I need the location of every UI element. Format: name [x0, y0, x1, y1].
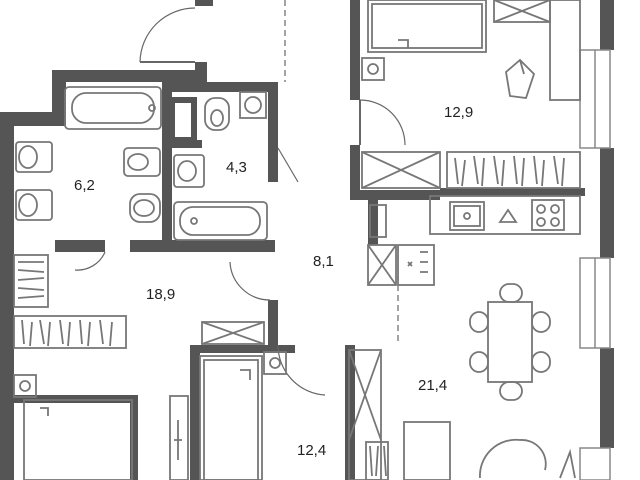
room-area-label: 18,9: [146, 286, 175, 303]
doors: [74, 0, 406, 396]
room-area-label: 4,3: [226, 159, 247, 176]
dining-set: [403, 283, 576, 480]
room-area-label: 8,1: [313, 253, 334, 270]
bathroom-fixtures: [15, 86, 268, 241]
room-area-label: 12,9: [444, 104, 473, 121]
bottom-bedroom-furniture: [13, 351, 389, 480]
top-bedroom-furniture: [361, 0, 581, 101]
room-area-label: 12,4: [297, 442, 326, 459]
kitchen: [367, 195, 581, 286]
room-area-label: 6,2: [74, 177, 95, 194]
room-area-label: 21,4: [418, 377, 447, 394]
wardrobes: [13, 151, 581, 480]
walls: [0, 0, 614, 480]
